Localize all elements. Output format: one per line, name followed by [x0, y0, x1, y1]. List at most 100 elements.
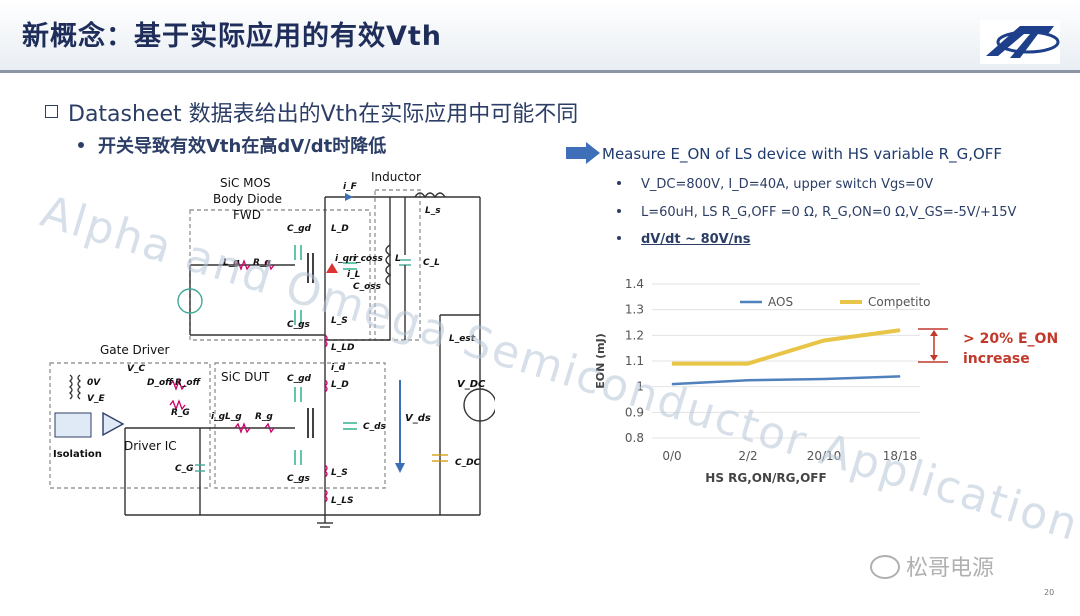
label-cgs-low: C_gs	[287, 474, 311, 484]
right-arrow-icon	[566, 142, 600, 164]
x-tick-label: 2/2	[738, 449, 757, 463]
dot-icon	[617, 209, 621, 213]
label-l: L	[395, 254, 401, 264]
label-ld-top: L_D	[331, 224, 349, 234]
brand-watermark: 松哥电源	[870, 550, 994, 582]
data-point-competitor	[671, 363, 673, 365]
label-lg-top: L_g	[223, 258, 240, 268]
eon-line-chart: 0.8 0.9 1 1.1 1.2 1.3 1.4 0/0 2/2 20/10 18/18 HS RG…	[594, 277, 930, 485]
bullet-main-text: Datasheet 数据表给出的Vth在实际应用中可能不同	[68, 102, 579, 127]
title-bar: 新概念：基于实际应用的有效Vth	[0, 0, 1080, 73]
label-rg: R_g	[255, 412, 273, 422]
label-iqrr: i_qrr	[335, 254, 358, 264]
page-number: 20	[1044, 588, 1055, 597]
label-ov: 0V	[87, 378, 101, 388]
label-vdc: V_DC	[457, 379, 486, 390]
bullet-main: Datasheet 数据表给出的Vth在实际应用中可能不同	[45, 96, 578, 128]
label-ls-ind: L_s	[425, 206, 441, 216]
x-tick-label: 0/0	[662, 449, 681, 463]
label-cl: C_L	[423, 258, 440, 268]
label-if: i_F	[343, 182, 358, 192]
label-cgd-low: C_gd	[287, 374, 312, 384]
label-driver-ic: Driver IC	[124, 439, 177, 453]
x-tick-label: 18/18	[883, 449, 918, 463]
slide-title: 新概念：基于实际应用的有效Vth	[22, 21, 443, 52]
label-inductor: Inductor	[371, 170, 421, 184]
dot-icon	[617, 236, 621, 240]
x-tick-label: 20/10	[807, 449, 842, 463]
label-rg-big: R_G	[171, 408, 190, 418]
label-lest: L_est	[449, 334, 476, 344]
label-body-diode: Body Diode	[213, 192, 282, 206]
dot-icon	[617, 181, 621, 185]
series-line-aos	[671, 375, 901, 386]
label-vds: V_ds	[405, 413, 431, 424]
label-isolation: Isolation	[53, 449, 102, 460]
y-tick-label: 1.1	[625, 354, 644, 368]
condition-item: dV/dt ~ 80V/ns	[617, 232, 750, 247]
measure-heading: Measure E_ON of LS device with HS variab…	[602, 145, 1003, 163]
label-cdc: C_DC	[455, 458, 481, 468]
y-tick-label: 1.4	[625, 277, 644, 291]
data-point-aos	[671, 383, 673, 385]
condition-text: V_DC=800V, I_D=40A, upper switch Vgs=0V	[641, 177, 934, 192]
data-point-competitor	[747, 363, 749, 365]
callout-line1: > 20% E_ON	[963, 331, 1059, 347]
y-axis-label: EON (mJ)	[594, 333, 607, 389]
label-ls-low: L_S	[331, 468, 348, 478]
label-icoss: i_coss	[353, 254, 383, 264]
legend-label: AOS	[768, 295, 793, 309]
aos-logo	[980, 20, 1060, 64]
series-line-competitor	[672, 328, 901, 366]
label-roff: R_off	[175, 378, 202, 388]
label-lls: L_LS	[331, 496, 353, 506]
label-cg: C_G	[175, 464, 194, 474]
label-lg: L_g	[225, 412, 242, 422]
increase-callout: > 20% E_ON increase	[963, 329, 1058, 369]
label-rg-top: R_g	[253, 258, 271, 268]
bullet-sub-text: 开关导致有效Vth在高dV/dt时降低	[98, 136, 387, 157]
brand-watermark-text: 松哥电源	[906, 556, 995, 581]
x-axis-label: HS RG,ON/RG,OFF	[705, 471, 826, 485]
label-il: i_L	[347, 270, 361, 280]
legend-label: Competitor	[868, 295, 930, 309]
y-tick-label: 0.9	[625, 405, 644, 419]
condition-item: L=60uH, LS R_G,OFF =0 Ω, R_G,ON=0 Ω,V_GS…	[617, 205, 1016, 220]
circuit-schematic: SiC MOS Body Diode FWD Inductor Gate Dri…	[49, 170, 495, 528]
label-fwd: FWD	[233, 208, 261, 222]
y-tick-label: 1	[636, 380, 644, 394]
data-point-aos	[823, 378, 825, 380]
callout-line2: increase	[963, 351, 1030, 367]
label-coss: C_oss	[353, 282, 382, 292]
data-point-competitor	[823, 339, 825, 341]
label-vc: V_C	[127, 364, 145, 374]
label-lld: L_LD	[331, 343, 355, 353]
y-tick-label: 0.8	[625, 431, 644, 445]
label-ls-top: L_S	[331, 316, 348, 326]
label-cgs-top: C_gs	[287, 320, 311, 330]
label-sic-dut: SiC DUT	[221, 370, 270, 384]
label-sic-mos: SiC MOS	[220, 176, 271, 190]
label-cgd-top: C_gd	[287, 224, 312, 234]
dot-bullet-icon	[78, 142, 84, 148]
y-tick-label: 1.2	[625, 328, 644, 342]
label-doff: D_off	[147, 378, 174, 388]
label-cds: C_ds	[363, 422, 387, 432]
condition-text: dV/dt ~ 80V/ns	[641, 232, 751, 247]
data-point-competitor	[899, 329, 901, 331]
label-gate-driver: Gate Driver	[100, 343, 170, 357]
square-bullet-icon	[45, 105, 58, 118]
y-tick-label: 1.3	[625, 303, 644, 317]
data-point-aos	[899, 375, 901, 377]
label-id: i_d	[331, 363, 346, 373]
bullet-sub: 开关导致有效Vth在高dV/dt时降低	[78, 132, 386, 158]
wechat-icon	[870, 555, 900, 579]
condition-item: V_DC=800V, I_D=40A, upper switch Vgs=0V	[617, 177, 933, 192]
label-ld-low: L_D	[331, 380, 349, 390]
increase-bracket-icon	[918, 328, 948, 363]
condition-text: L=60uH, LS R_G,OFF =0 Ω, R_G,ON=0 Ω,V_GS…	[641, 205, 1017, 220]
label-ig: i_g	[211, 412, 226, 422]
label-ve: V_E	[87, 394, 105, 404]
data-point-aos	[747, 379, 749, 381]
